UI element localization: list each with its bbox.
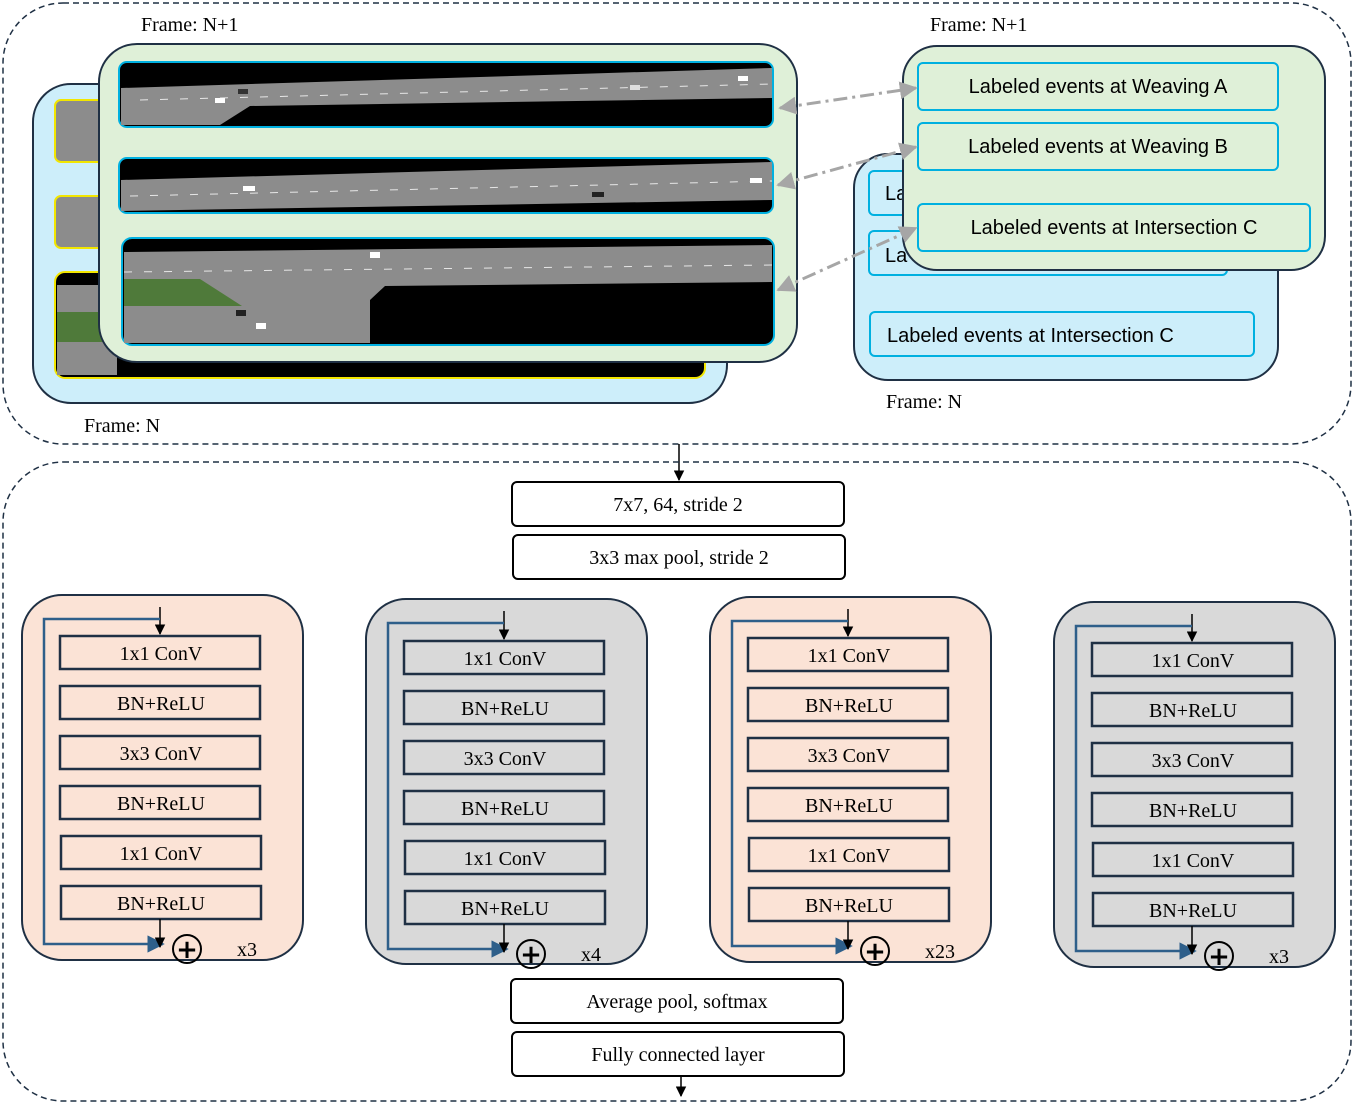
event-text-3: Labeled events at Intersection C — [971, 217, 1258, 239]
road-image-2 — [118, 157, 774, 214]
stage-1-layer-5 — [59, 834, 263, 871]
stage-2-layer-3 — [402, 739, 606, 776]
conv1-label: 7x7, 64, stride 2 — [613, 494, 742, 516]
stage-4-layer-3 — [1090, 741, 1294, 778]
stage-4-layer-2-label: BN+ReLU — [1149, 700, 1237, 722]
stage-1-layer-2-label: BN+ReLU — [117, 693, 205, 715]
stage-1-layer-1-label: 1x1 ConV — [120, 643, 203, 665]
stage-4-add-circle — [1204, 941, 1234, 971]
stage-1-layer-6 — [59, 884, 263, 921]
stage-2-layer-1-label: 1x1 ConV — [464, 648, 547, 670]
maxpool-block — [512, 534, 846, 580]
stage-3-plus-icon: + — [864, 937, 886, 967]
stage-3-add-circle — [860, 936, 890, 966]
stage-1-skip-connection — [42, 617, 165, 953]
network-region-border — [2, 461, 1352, 1102]
stage-3-layer-2-label: BN+ReLU — [805, 695, 893, 717]
stage-4-layer-1-label: 1x1 ConV — [1152, 650, 1235, 672]
avgpool-label: Average pool, softmax — [586, 991, 767, 1013]
stage-3-layer-1 — [746, 636, 950, 673]
residual-stages: 1x1 ConV BN+ReLU 3x3 ConV BN+ReLU 1x1 ConV BN… — [21, 594, 1336, 972]
fc-label: Fully connected layer — [591, 1044, 765, 1066]
video-panel-frame-n1 — [98, 43, 798, 363]
stage-1-add-circle — [172, 934, 202, 964]
event-box-3 — [917, 203, 1311, 252]
stage-4-layer-6 — [1091, 891, 1295, 928]
stage-3-skip-connection — [730, 619, 853, 955]
stage-4-layer-5-label: 1x1 ConV — [1152, 850, 1235, 872]
stage-2-layer-3-label: 3x3 ConV — [464, 748, 547, 770]
stage-2-repeat-label: x4 — [581, 944, 601, 966]
stage-4-layer-4 — [1090, 791, 1294, 828]
stage-1-layer-6-label: BN+ReLU — [117, 893, 205, 915]
stage-1-layer-3 — [58, 734, 262, 771]
stage-2-layer-5-label: 1x1 ConV — [464, 848, 547, 870]
stage-2-layer-4-label: BN+ReLU — [461, 798, 549, 820]
correspondence-arrows — [776, 81, 918, 292]
event-box-2 — [917, 122, 1279, 171]
stage-4-layer-2 — [1090, 691, 1294, 728]
stage-3-layer-5 — [747, 836, 951, 873]
conv1-block — [511, 481, 845, 527]
frame-label-events-n: Frame: N — [886, 391, 962, 413]
stage-1-layer-2 — [58, 684, 262, 721]
stage-3-layer-1-label: 1x1 ConV — [808, 645, 891, 667]
stage-2-layer-1 — [402, 639, 606, 676]
stage-1-layer-1 — [58, 634, 262, 671]
stage-3-layer-5-label: 1x1 ConV — [808, 845, 891, 867]
stage-4-layer-6-label: BN+ReLU — [1149, 900, 1237, 922]
event-text-back-3: Labeled events at Intersection C — [887, 325, 1174, 347]
stage-2-layer-6-label: BN+ReLU — [461, 898, 549, 920]
stage-4-plus-icon: + — [1208, 942, 1230, 972]
stage-2-layer-2 — [402, 689, 606, 726]
stage-4: 1x1 ConV BN+ReLU 3x3 ConV BN+ReLU 1x1 ConV BN… — [1053, 601, 1336, 972]
maxpool-label: 3x3 max pool, stride 2 — [589, 547, 768, 569]
frame-label-events-n1: Frame: N+1 — [930, 14, 1027, 36]
stage-3-layer-3-label: 3x3 ConV — [808, 745, 891, 767]
stage-3-layer-4 — [746, 786, 950, 823]
event-box-back-3 — [869, 311, 1255, 357]
stage-4-layer-5 — [1091, 841, 1295, 878]
avgpool-block — [510, 978, 844, 1024]
stage-4-layer-4-label: BN+ReLU — [1149, 800, 1237, 822]
stage-4-layer-1 — [1090, 641, 1294, 678]
stage-1-repeat-label: x3 — [237, 939, 257, 961]
stage-2-layer-6 — [403, 889, 607, 926]
stage-4-layer-3-label: 3x3 ConV — [1152, 750, 1235, 772]
event-box-1 — [917, 62, 1279, 111]
stage-3-layer-4-label: BN+ReLU — [805, 795, 893, 817]
stage-1-layer-3-label: 3x3 ConV — [120, 743, 203, 765]
stage-2-skip-connection — [386, 621, 509, 958]
input-region-border — [2, 2, 1352, 445]
stage-4-repeat-label: x3 — [1269, 946, 1289, 968]
stage-3: 1x1 ConV BN+ReLU 3x3 ConV BN+ReLU 1x1 ConV BN… — [709, 596, 992, 967]
stage-1-plus-icon: + — [176, 935, 198, 965]
frame-label-video-n1: Frame: N+1 — [141, 14, 238, 36]
stage-3-layer-2 — [746, 686, 950, 723]
stage-2-layer-2-label: BN+ReLU — [461, 698, 549, 720]
stage-2-plus-icon: + — [520, 940, 542, 970]
stage-3-layer-6 — [747, 886, 951, 923]
stage-1: 1x1 ConV BN+ReLU 3x3 ConV BN+ReLU 1x1 ConV BN… — [21, 594, 304, 965]
fc-block — [511, 1031, 845, 1077]
stage-3-repeat-label: x23 — [925, 941, 955, 963]
event-text-2: Labeled events at Weaving B — [968, 136, 1228, 158]
stage-1-layer-4-label: BN+ReLU — [117, 793, 205, 815]
stage-2-layer-4 — [402, 789, 606, 826]
road-image-3 — [121, 237, 775, 346]
stage-1-layer-4 — [58, 784, 262, 821]
stage-2: 1x1 ConV BN+ReLU 3x3 ConV BN+ReLU 1x1 ConV BN… — [365, 598, 648, 970]
stage-1-layer-5-label: 1x1 ConV — [120, 843, 203, 865]
road-image-1 — [118, 61, 774, 128]
stage-4-skip-connection — [1074, 624, 1197, 960]
stage-3-layer-3 — [746, 736, 950, 773]
event-text-1: Labeled events at Weaving A — [969, 76, 1228, 98]
events-panel-frame-n1: Labeled events at Weaving A Labeled even… — [902, 45, 1326, 271]
frame-label-video-n: Frame: N — [84, 415, 160, 437]
stage-2-layer-5 — [403, 839, 607, 876]
stage-3-layer-6-label: BN+ReLU — [805, 895, 893, 917]
stage-2-add-circle — [516, 939, 546, 969]
